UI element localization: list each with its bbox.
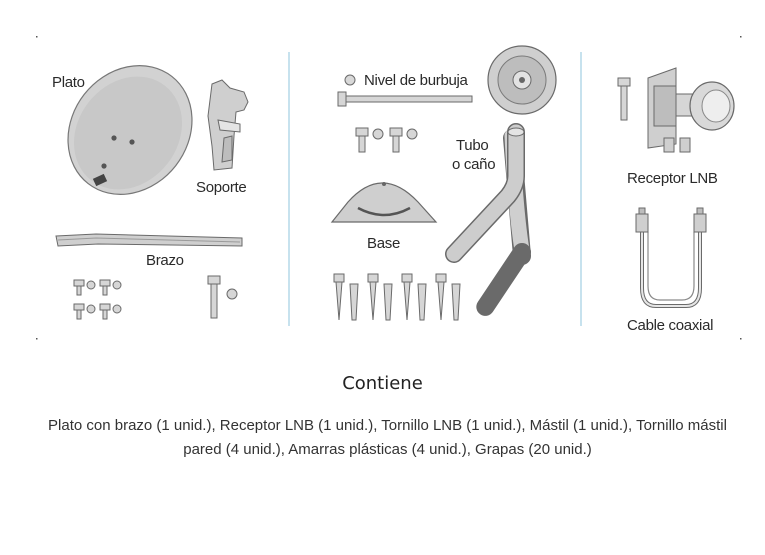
arm-icon [55,233,243,247]
dish-icon [67,65,193,195]
corner-marks [36,36,742,340]
label-plato: Plato [52,74,85,91]
label-nivel: Nivel de burbuja [364,72,469,89]
lnb-screw-icon [617,77,631,121]
label-soporte: Soporte [196,179,246,196]
lnb-receptor-icon [647,67,735,153]
bolts-nuts-icon [355,127,418,153]
label-tubo-line1: Tubo [456,137,488,154]
mast-tube-shape [445,123,525,263]
screws-nuts-icon [73,279,122,320]
long-bolt-icon [207,275,238,319]
bubble-level-icon [487,45,557,115]
bracket-icon [207,79,249,171]
contents-description: Plato con brazo (1 unid.), Receptor LNB … [48,417,727,458]
label-brazo: Brazo [146,252,184,269]
label-cable: Cable coaxial [627,317,713,334]
mast-bolt-icon [337,91,473,107]
mast-base-icon [330,182,438,223]
label-tubo-line2: o caño [452,156,495,173]
washer-icon [344,74,356,86]
wall-screws-plugs-icon [333,273,461,321]
section-title: Contiene [342,373,423,394]
coax-cable-icon [635,207,707,308]
label-base: Base [367,235,400,252]
kit-contents-illustration: Plato Soporte Brazo Nivel de burbuja [36,36,742,340]
label-receptor: Receptor LNB [627,170,718,187]
